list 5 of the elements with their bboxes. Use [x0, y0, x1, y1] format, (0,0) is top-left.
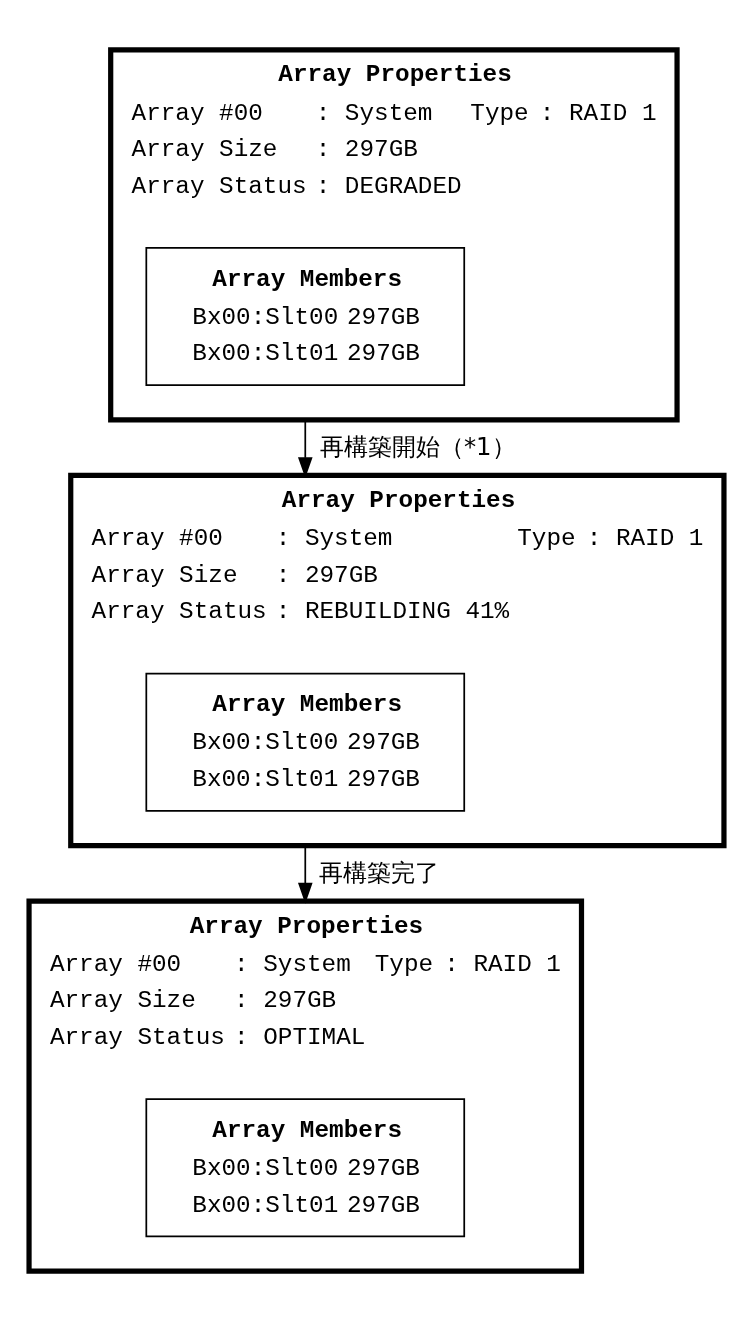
edge-label: 再構築完了: [319, 857, 440, 887]
node-box: Array Members Bx00:Slt00 297GB Bx00:Slt01 297GB: [145, 672, 466, 812]
node-box: Array Members Bx00:Slt00 297GB Bx00:Slt01 297GB: [145, 247, 466, 386]
edge-label: 再構築開始（*1）: [319, 431, 516, 461]
node-box: Array Members Bx00:Slt00 297GB Bx00:Slt01 297GB: [145, 1098, 466, 1238]
